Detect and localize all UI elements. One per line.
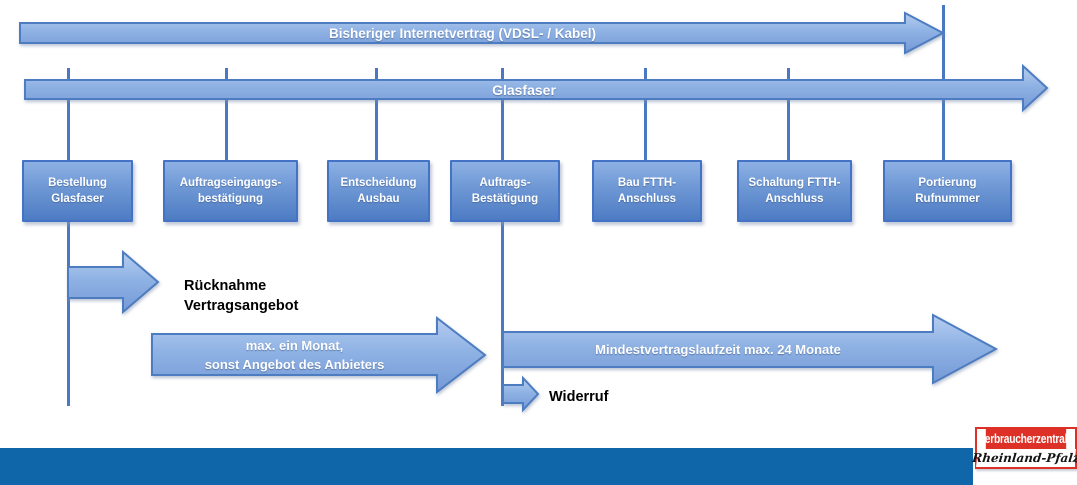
note-ruecknahme-line1: Rücknahme: [184, 278, 267, 294]
verbraucherzentrale-logo: verbraucherzentrale Rheinland-Pfalz: [971, 427, 1077, 469]
milestone-label-line: bestätigung: [197, 193, 264, 205]
logo-wordmark: verbraucherzentrale: [979, 429, 1073, 449]
arrow-shape: [19, 11, 946, 55]
milestone-auftragsbestaetigung: Auftrags- Bestätigung: [450, 160, 560, 222]
arrow-shape: [151, 315, 487, 395]
milestone-label-line: Bau FTTH-: [617, 177, 677, 189]
milestone-bau-ftth: Bau FTTH- Anschluss: [592, 160, 702, 222]
offer-period-line2: sonst Angebot des Anbieters: [204, 356, 385, 372]
arrow-offer-period: max. ein Monat, sonst Angebot des Anbiet…: [151, 315, 488, 395]
milestone-label-line: Bestätigung: [471, 193, 539, 205]
milestone-schaltung-ftth: Schaltung FTTH- Anschluss: [737, 160, 852, 222]
milestone-label-line: Anschluss: [765, 193, 824, 205]
milestone-label-line: Auftragseingangs-: [179, 177, 282, 189]
milestone-label-line: Ausbau: [357, 193, 400, 205]
min-term-label: Mindestvertragslaufzeit max. 24 Monate: [595, 342, 841, 357]
milestone-entscheidung-ausbau: Entscheidung Ausbau: [327, 160, 430, 222]
timeline-label-glasfaser: Glasfaser: [492, 81, 556, 98]
arrow-shape: [502, 375, 540, 413]
connector-line-4: [501, 68, 504, 406]
note-widerruf: Widerruf: [549, 389, 609, 405]
arrow-shape: [67, 249, 160, 315]
milestone-label-line: Auftrags-: [479, 177, 531, 189]
timeline-arrow-old-contract: Bisheriger Internetvertrag (VDSL- / Kabe…: [19, 10, 950, 58]
note-ruecknahme-line2: Vertragsangebot: [184, 298, 299, 314]
logo-region-script: Rheinland-Pfalz: [971, 449, 1077, 467]
milestone-label-line: Glasfaser: [51, 193, 104, 205]
milestone-label-line: Entscheidung: [340, 177, 417, 189]
connector-line-5: [644, 68, 647, 162]
milestone-bestellung-glasfaser: Bestellung Glasfaser: [22, 160, 133, 222]
arrow-shape: [24, 63, 1049, 113]
connector-line-3: [375, 68, 378, 162]
milestone-label-line: Schaltung FTTH-: [748, 177, 841, 189]
footer-bar: [0, 448, 973, 485]
arrow-widerruf: [502, 375, 541, 413]
arrow-ruecknahme: [67, 249, 162, 316]
connector-line-6: [787, 68, 790, 162]
milestone-label-line: Bestellung: [48, 177, 107, 189]
note-ruecknahme: Rücknahme Vertragsangebot: [184, 276, 298, 316]
arrow-min-term: Mindestvertragslaufzeit max. 24 Monate: [502, 313, 1001, 386]
arrow-shape: [502, 313, 999, 385]
milestone-auftragseingangsbestaetigung: Auftragseingangs- bestätigung: [163, 160, 298, 222]
milestone-label-line: Anschluss: [617, 193, 677, 205]
timeline-label-old-contract: Bisheriger Internetvertrag (VDSL- / Kabe…: [328, 25, 597, 41]
milestone-portierung-rufnummer: Portierung Rufnummer: [883, 160, 1012, 222]
connector-line-1: [67, 68, 70, 406]
milestone-label-line: Portierung: [918, 177, 977, 189]
milestone-label-line: Rufnummer: [915, 193, 980, 205]
offer-period-line1: max. ein Monat,: [245, 337, 344, 353]
timeline-arrow-glasfaser: Glasfaser: [24, 62, 1051, 114]
connector-line-2: [225, 68, 228, 162]
